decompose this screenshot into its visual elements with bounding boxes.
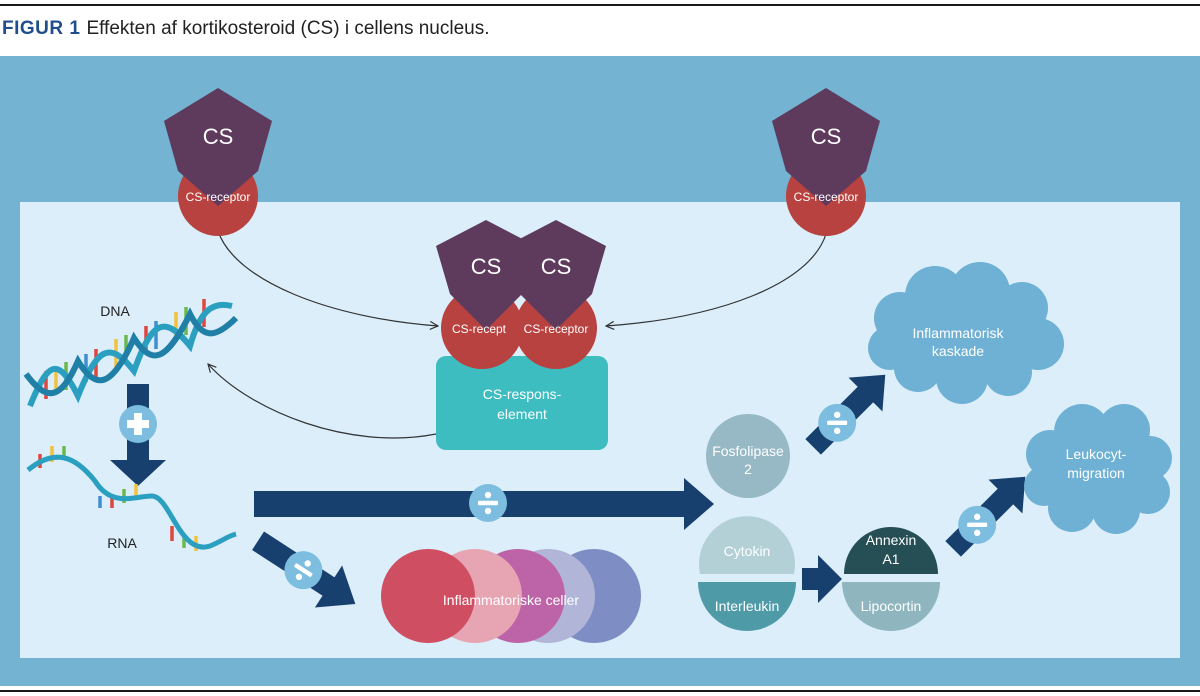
dna-label: DNA (100, 303, 130, 319)
leukocyte-migration-line2: migration (1067, 465, 1125, 481)
cs-receptor-label: CS-receptor (794, 190, 859, 204)
dna-to-rna-arrow (110, 384, 166, 486)
annexin-label-line1: Annexin (866, 532, 917, 548)
inhibition-arrow-migration (945, 476, 1026, 557)
response-to-dna-arrow (208, 364, 437, 439)
cs-label: CS (203, 124, 234, 149)
receptor-translocation-arrow-right (606, 233, 827, 326)
inhibition-arrow-cells (252, 531, 356, 608)
cs-receptor-complex-right: CS CS-receptor (772, 88, 880, 236)
cs-receptor-label: CS-receptor (186, 190, 251, 204)
figure-title: Effekten af kortikosteroid (CS) i cellen… (86, 18, 490, 39)
fosfolipase-2: Fosfolipase 2 (706, 414, 790, 498)
lipocortin (842, 582, 940, 631)
inflammatory-cells: Inflammatoriske celler (381, 549, 641, 643)
cs-receptor-label: CS-receptor (524, 322, 589, 336)
cytokin-label: Cytokin (724, 543, 771, 559)
fosfolipase-label-line2: 2 (744, 461, 752, 477)
fosfolipase-label-line1: Fosfolipase (712, 443, 784, 459)
cs-receptor-complex-left: CS CS-receptor (164, 88, 272, 236)
cs-response-element (436, 356, 608, 450)
rna-label: RNA (107, 535, 137, 551)
cytokin-interleukin: Cytokin Interleukin (698, 516, 796, 631)
inflammatory-cascade-line2: kaskade (932, 343, 984, 359)
cytokin-to-annexin-arrow (802, 555, 842, 603)
cytokin (699, 516, 795, 574)
interleukin-label: Interleukin (715, 598, 780, 614)
inflammatory-cell (381, 549, 475, 643)
inflammatory-cascade-cloud: Inflammatorisk kaskade (868, 262, 1064, 404)
inhibition-arrow-main (254, 478, 714, 530)
inflammatory-cascade-line1: Inflammatorisk (912, 325, 1004, 341)
cs-molecule (164, 88, 272, 206)
cs-label: CS (541, 254, 572, 279)
cs-label: CS (811, 124, 842, 149)
rna-strand (26, 446, 237, 551)
interleukin (698, 582, 796, 631)
bottom-rule (0, 690, 1200, 692)
cs-receptor-label-truncated: CS-recept (452, 322, 507, 336)
nucleus-diagram: CS CS-receptor CS CS-receptor CS CS CS-r… (0, 56, 1200, 686)
lipocortin-label: Lipocortin (861, 598, 922, 614)
inflammatory-cells-label: Inflammatoriske celler (443, 592, 579, 608)
response-element-label-line1: CS-respons- (483, 386, 562, 402)
cs-molecule (506, 220, 606, 330)
response-element-label-line2: element (497, 406, 547, 422)
cs-label: CS (471, 254, 502, 279)
annexin-lipocortin: Annexin A1 Lipocortin (842, 527, 940, 631)
receptor-translocation-arrow-left (217, 230, 438, 326)
top-rule (0, 4, 1200, 6)
dna-helix (23, 299, 239, 408)
annexin-a1 (844, 527, 938, 574)
inhibition-arrow-cascade (805, 374, 886, 455)
leukocyte-migration-line1: Leukocyt- (1066, 446, 1127, 462)
cs-dimer-complex: CS CS CS-recept CS-receptor CS-respons- … (436, 220, 608, 450)
figure-label: FIGUR 1 (2, 18, 81, 39)
leukocyte-migration-cloud: Leukocyt- migration (1024, 404, 1172, 534)
cs-molecule (772, 88, 880, 206)
annexin-label-line2: A1 (882, 551, 899, 567)
